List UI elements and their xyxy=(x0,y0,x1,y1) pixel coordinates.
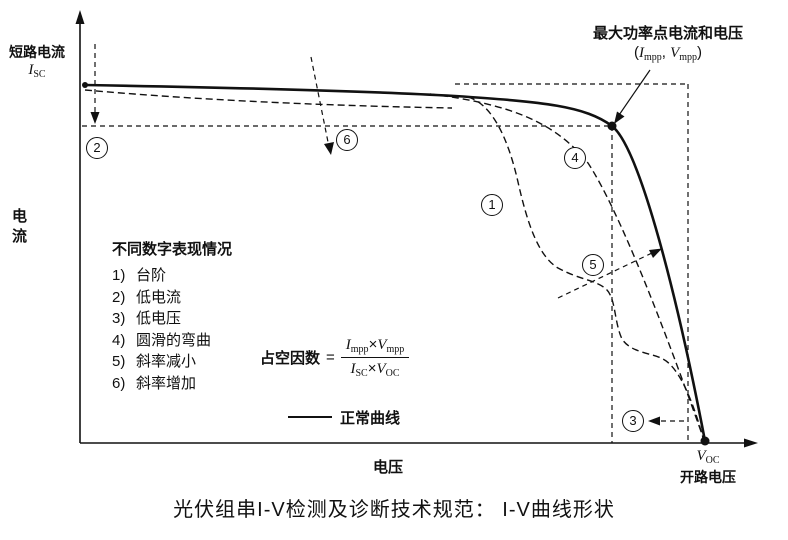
low-current-arrow-icon xyxy=(90,112,100,124)
y-axis-label: 电流 xyxy=(10,208,27,248)
slope-increase-arrow-icon xyxy=(324,142,334,155)
isc-symbol: ISC xyxy=(28,62,46,80)
normal-curve xyxy=(84,83,707,442)
marker-smooth-bend: 4 xyxy=(564,147,586,169)
isc-point xyxy=(82,82,88,88)
legend-item: 5)斜率减小 xyxy=(112,353,197,370)
mpp-annotation-symbols: (Impp, Vmpp) xyxy=(633,44,703,63)
isc-label-text: 短路电流 xyxy=(9,44,65,60)
slope-decrease-arrow-icon xyxy=(649,248,662,258)
marker-slope-increase: 6 xyxy=(336,129,358,151)
figure-caption: 光伏组串I-V检测及诊断技术规范： I-V曲线形状 xyxy=(173,499,615,521)
x-axis-arrow-icon xyxy=(744,438,758,448)
slope-decrease-pointer-line xyxy=(557,252,653,299)
fill-factor-formula: 占空因数 = Impp×Vmpp ISC×VOC xyxy=(260,336,410,379)
legend-item: 2)低电流 xyxy=(112,288,182,306)
formula-label: 占空因数 xyxy=(260,350,321,367)
marker-slope-decrease: 5 xyxy=(582,254,604,276)
voc-label-text: 开路电压 xyxy=(680,469,736,485)
legend-item: 4)圆滑的弯曲 xyxy=(112,331,212,349)
legend-item: 3)低电压 xyxy=(112,310,182,327)
x-axis-label: 电压 xyxy=(372,459,403,476)
slope-increase-pointer-line xyxy=(310,56,330,148)
marker-low-current: 2 xyxy=(86,137,108,159)
low-voltage-arrow-icon xyxy=(648,416,660,426)
mpp-annotation-title: 最大功率点电流和电压 xyxy=(592,25,743,42)
mpp-point xyxy=(607,121,617,131)
mpp-annotation-arrow-icon xyxy=(614,111,625,124)
condition-legend: 不同数字表现情况 1)台阶 2)低电流 3)低电压 4)圆滑的弯曲 5)斜率减小… xyxy=(112,238,232,394)
mpp-annotation: 最大功率点电流和电压 (Impp, Vmpp) xyxy=(566,24,770,67)
legend-item: 6)斜率增加 xyxy=(112,374,197,392)
formula-fraction: Impp×Vmpp ISC×VOC xyxy=(340,336,410,379)
voc-symbol: VOC xyxy=(696,448,720,466)
isc-axis-label: 短路电流 ISC xyxy=(4,44,70,83)
formula-denominator: ISC×VOC xyxy=(350,360,400,379)
normal-curve-legend-line xyxy=(288,416,332,418)
marker-step: 1 xyxy=(481,194,503,216)
curve-smooth-bend xyxy=(429,93,704,438)
formula-equals: = xyxy=(326,349,335,366)
mpp-annotation-arrow-line xyxy=(616,69,651,119)
voc-point xyxy=(700,436,710,446)
curve-step xyxy=(467,96,704,439)
legend-item: 1)台阶 xyxy=(112,267,167,284)
formula-numerator: Impp×Vmpp xyxy=(340,336,410,358)
voc-axis-label: VOC 开路电压 xyxy=(668,447,748,486)
condition-legend-title: 不同数字表现情况 xyxy=(112,241,233,258)
normal-curve-legend-label: 正常曲线 xyxy=(340,410,401,427)
curve-slope-increase xyxy=(84,89,453,109)
y-axis-arrow-icon xyxy=(75,10,85,24)
marker-low-voltage: 3 xyxy=(622,410,644,432)
